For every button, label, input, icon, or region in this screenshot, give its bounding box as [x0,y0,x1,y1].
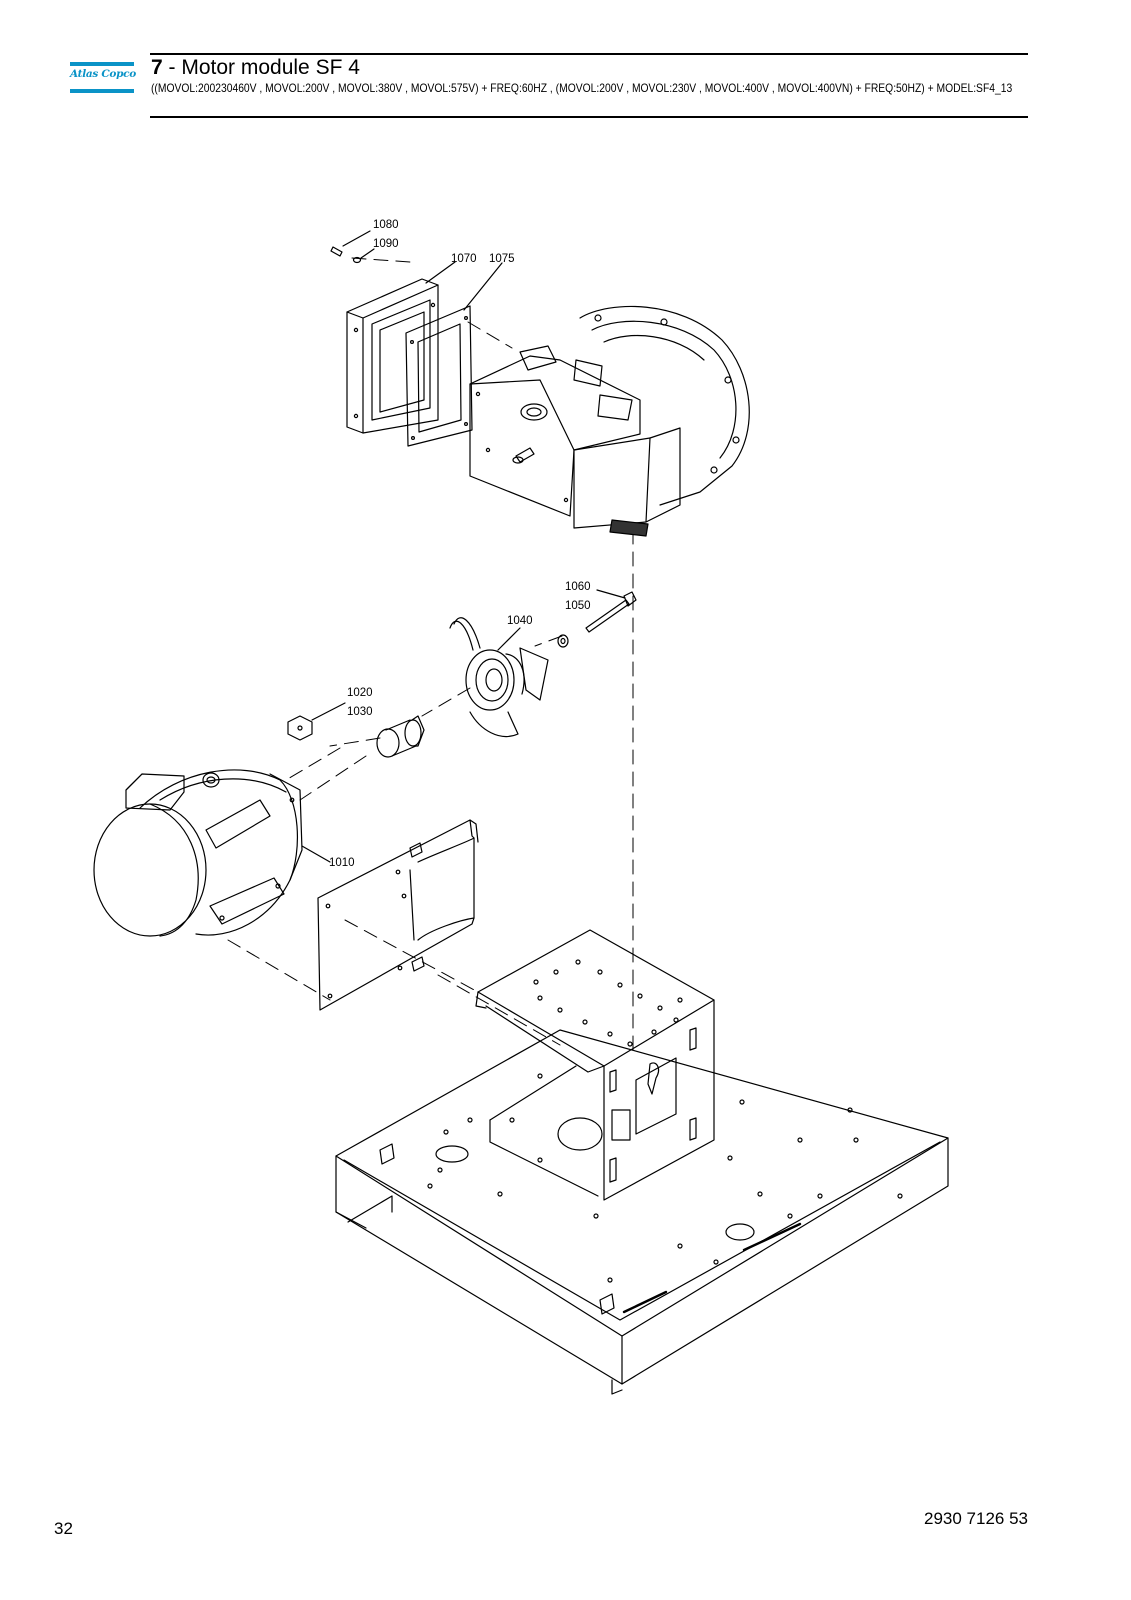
document-number: 2930 7126 53 [924,1509,1028,1528]
label-1075: 1075 [489,253,515,265]
part-1030-coupling [376,715,425,758]
part-1070-frame [346,261,456,434]
logo-top-bar [70,62,134,66]
part-1060-bolt [585,589,637,633]
base-frame [335,1029,949,1395]
page-title: 7 - Motor module SF 4 [151,56,360,80]
logo-bottom-bar [70,89,134,93]
label-1080: 1080 [373,219,399,231]
compressor-element [469,305,750,537]
section-number: 7 [151,56,163,79]
label-1020: 1020 [347,687,373,699]
label-1010: 1010 [329,857,355,869]
part-1020-key [287,702,346,741]
header-bottom-rule [150,116,1028,118]
part-1050-washer [557,634,569,648]
label-1050: 1050 [565,600,591,612]
atlas-copco-logo: Atlas Copco [70,62,136,94]
label-1090: 1090 [373,238,399,250]
logo-wordmark: Atlas Copco [70,68,136,80]
model-conditions: ((MOVOL:200230460V , MOVOL:200V , MOVOL:… [151,81,1013,95]
label-1060: 1060 [565,581,591,593]
part-1010-motor [93,769,331,937]
page-number: 32 [54,1519,73,1538]
label-1040: 1040 [507,615,533,627]
section-title: - Motor module SF 4 [162,56,360,79]
assembly-guide-lines [227,257,634,1051]
part-1040-fan [449,617,549,738]
part-1080-pin [330,230,371,257]
header-top-rule [150,53,1028,55]
label-1070: 1070 [451,253,477,265]
label-1030: 1030 [347,706,373,718]
part-1075-gasket [405,262,503,447]
support-bracket [475,929,715,1201]
part-1090-washer [352,248,375,264]
motor-mounting-plate [317,819,479,1011]
